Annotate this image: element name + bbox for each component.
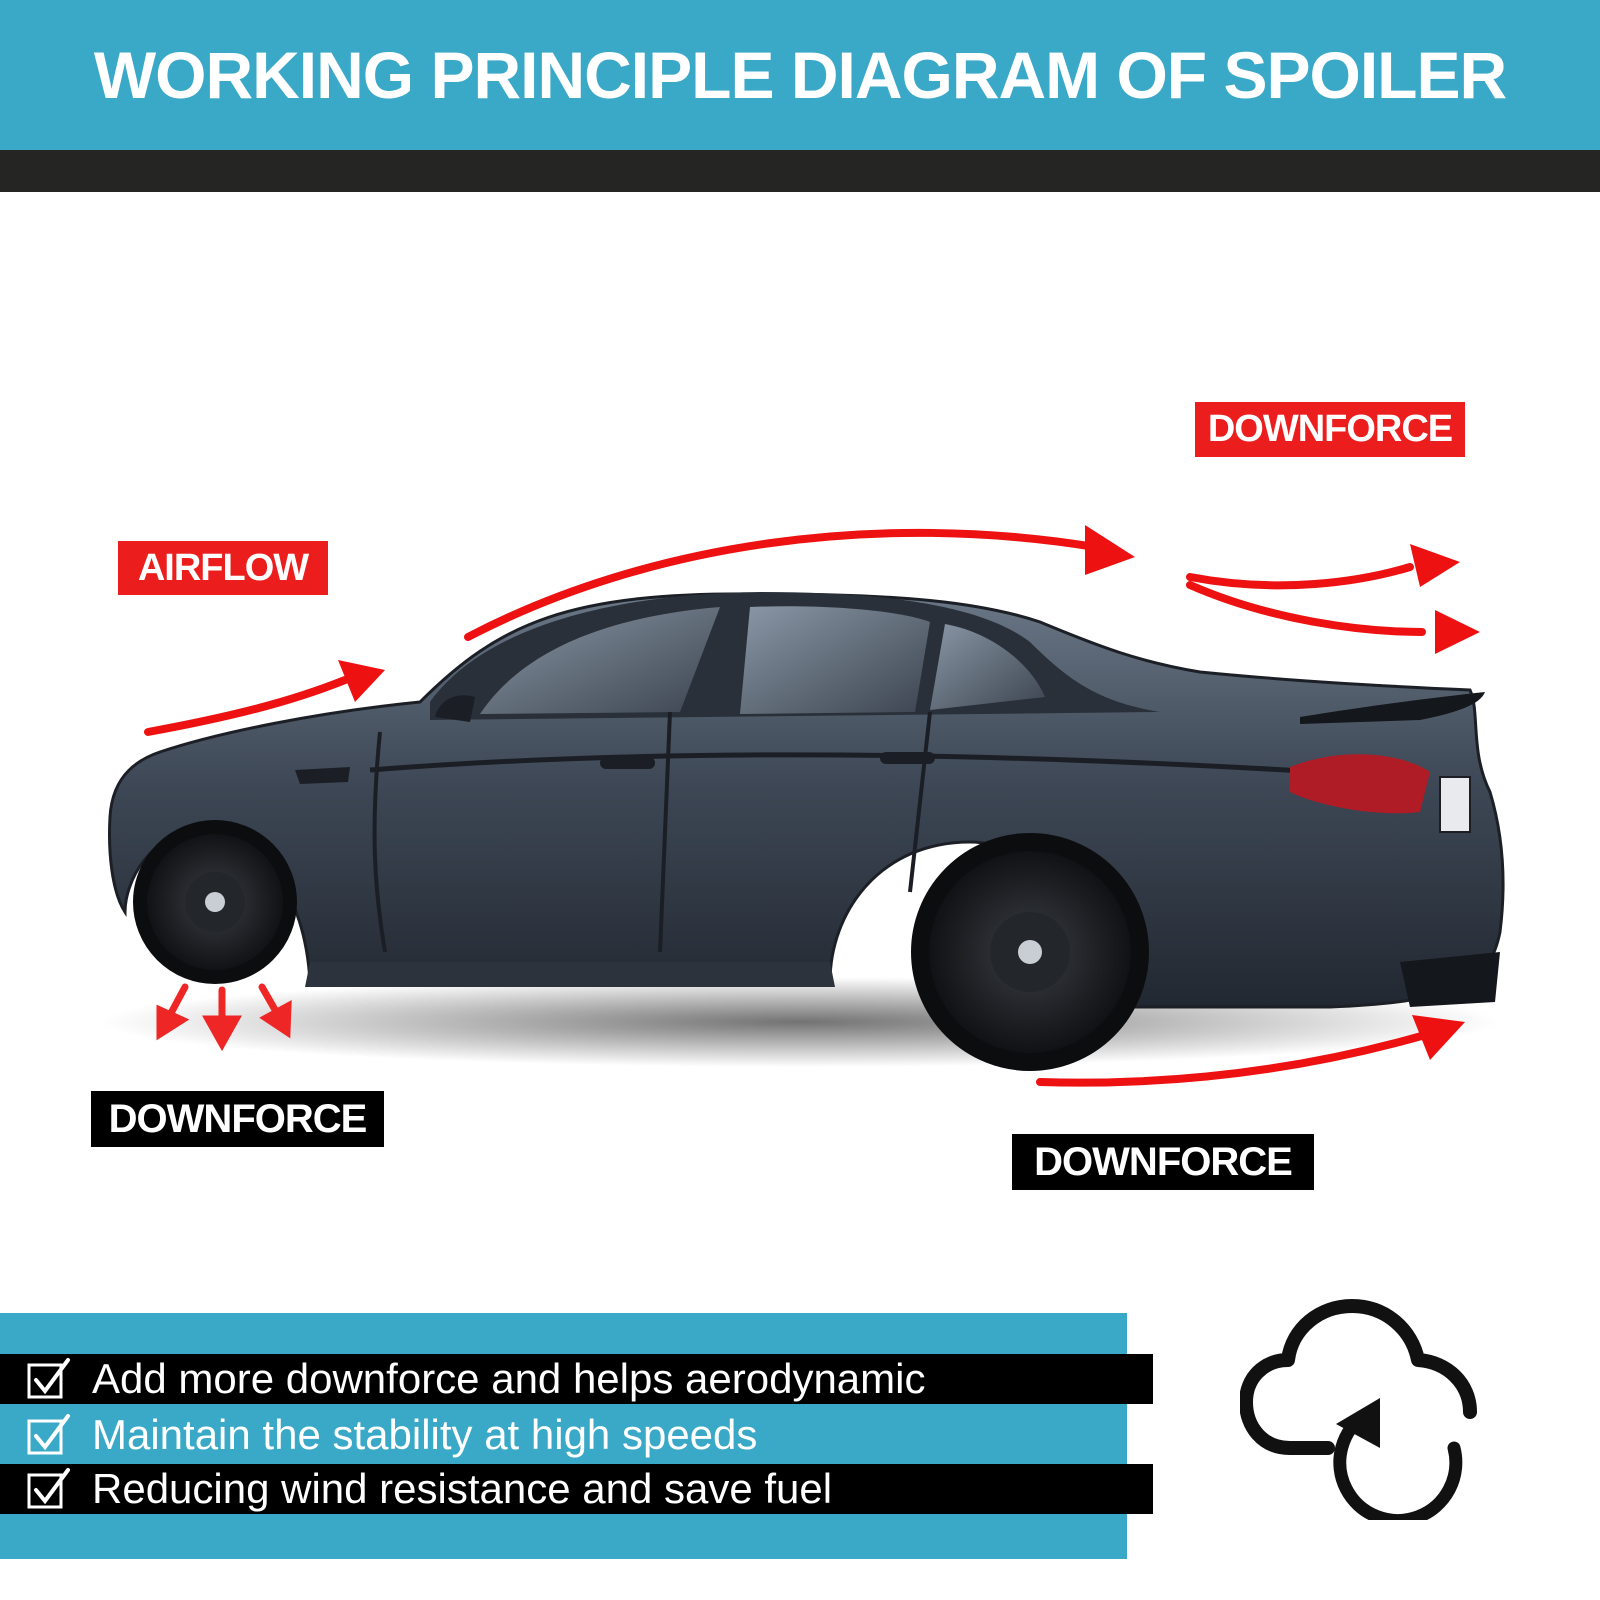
checkbox-icon	[27, 1358, 70, 1399]
airflow-arrow-under	[1036, 1031, 1429, 1087]
front-window	[480, 607, 720, 714]
header-divider-band	[0, 150, 1600, 192]
arrowhead-rear-lower	[1435, 610, 1480, 654]
downforce-label-top: DOWNFORCE	[1195, 402, 1465, 457]
cloud-sync-icon	[1240, 1299, 1477, 1520]
rear-spoiler	[1300, 692, 1485, 724]
side-skirt	[305, 962, 835, 987]
rear-window	[740, 606, 930, 714]
airflow-arrow-rear-lower	[1186, 581, 1426, 636]
airflow-arrow-front	[144, 676, 349, 736]
feature-text: Maintain the stability at high speeds	[92, 1411, 758, 1458]
feature-item: Reducing wind resistance and save fuel	[0, 1464, 1153, 1514]
feature-text: Reducing wind resistance and save fuel	[92, 1465, 833, 1512]
checkbox-icon	[27, 1414, 70, 1455]
front-wheel	[133, 820, 297, 984]
downforce-arrow-left	[166, 983, 189, 1019]
car-beltline	[369, 752, 1321, 775]
quarter-window	[930, 624, 1045, 710]
diagram-scene: AIRFLOW DOWNFORCE DOWNFORCE DOWNFORCE	[0, 192, 1600, 1272]
title-bar: WORKING PRINCIPLE DIAGRAM OF SPOILER	[0, 0, 1600, 150]
downforce-label-front: DOWNFORCE	[91, 1091, 384, 1147]
feature-item: Add more downforce and helps aerodynamic	[0, 1354, 1153, 1404]
arrowhead-rear-upper	[1410, 544, 1460, 587]
arrowhead-under	[1412, 1015, 1465, 1060]
tail-light	[1290, 754, 1430, 814]
page-title: WORKING PRINCIPLE DIAGRAM OF SPOILER	[93, 38, 1507, 112]
checkbox-icon	[27, 1468, 70, 1509]
airflow-arrow-roof	[464, 528, 1099, 641]
rear-wheel	[911, 833, 1149, 1071]
arrowhead-roof	[1085, 525, 1135, 575]
downforce-label-rear: DOWNFORCE	[1012, 1134, 1314, 1190]
airflow-arrow-rear-upper	[1186, 563, 1414, 590]
feature-item: Maintain the stability at high speeds	[0, 1410, 1153, 1460]
feature-text: Add more downforce and helps aerodynamic	[92, 1355, 926, 1402]
arrowhead-front	[338, 660, 385, 702]
car-diagram-graphic	[100, 525, 1505, 1087]
car-image	[108, 592, 1505, 1009]
airflow-label: AIRFLOW	[118, 541, 328, 595]
